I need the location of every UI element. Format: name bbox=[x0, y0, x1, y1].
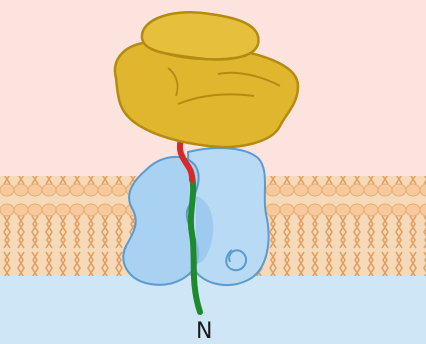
n-terminus-label: N bbox=[196, 319, 212, 344]
